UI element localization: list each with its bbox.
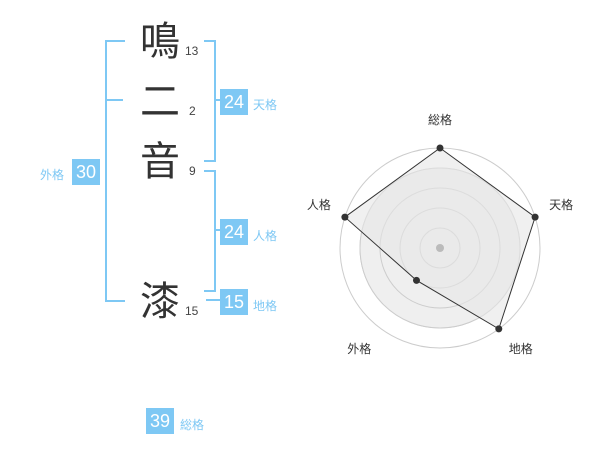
chikaku-value: 15 bbox=[220, 289, 248, 315]
gaikaku-value: 30 bbox=[72, 159, 100, 185]
soukaku-label: 総格 bbox=[180, 418, 205, 432]
radar-axis-label: 天格 bbox=[549, 197, 573, 212]
radar-axis-label: 外格 bbox=[347, 341, 371, 356]
gaikaku-bracket-tick bbox=[105, 99, 123, 101]
radar-point-4 bbox=[412, 276, 420, 284]
radar-point-5 bbox=[341, 213, 349, 221]
gaikaku-bracket bbox=[105, 40, 125, 302]
chikaku-bracket-tick bbox=[206, 299, 220, 301]
radar-center-point bbox=[436, 244, 444, 252]
tenkaku-value: 24 bbox=[220, 89, 248, 115]
radar-point-1 bbox=[436, 144, 444, 152]
stroke-count-4: 15 bbox=[185, 304, 199, 318]
tenkaku-bracket bbox=[204, 40, 216, 162]
gaikaku-label: 外格 bbox=[40, 168, 65, 182]
name-char-4: 漆 bbox=[140, 279, 180, 325]
radar-axis-label: 地格 bbox=[509, 341, 533, 356]
radar-point-3 bbox=[495, 325, 503, 333]
radar-axis-label: 人格 bbox=[307, 197, 331, 212]
jinkaku-bracket bbox=[204, 170, 216, 292]
stroke-count-3: 9 bbox=[189, 164, 196, 178]
tenkaku-label: 天格 bbox=[253, 98, 278, 112]
name-char-2: 二 bbox=[140, 79, 180, 125]
chikaku-label: 地格 bbox=[253, 299, 278, 313]
radar-series-polygon bbox=[344, 147, 536, 330]
name-char-1: 鳴 bbox=[140, 19, 180, 65]
tenkaku-bracket-tick bbox=[214, 99, 220, 101]
soukaku-value: 39 bbox=[146, 408, 174, 434]
radar-axis-label: 総格 bbox=[428, 112, 452, 127]
name-char-3: 音 bbox=[140, 139, 180, 185]
radar-point-2 bbox=[531, 213, 539, 221]
jinkaku-value: 24 bbox=[220, 219, 248, 245]
stroke-count-1: 13 bbox=[185, 44, 199, 58]
jinkaku-bracket-tick bbox=[214, 229, 220, 231]
jinkaku-label: 人格 bbox=[253, 229, 278, 243]
stroke-count-2: 2 bbox=[189, 104, 196, 118]
